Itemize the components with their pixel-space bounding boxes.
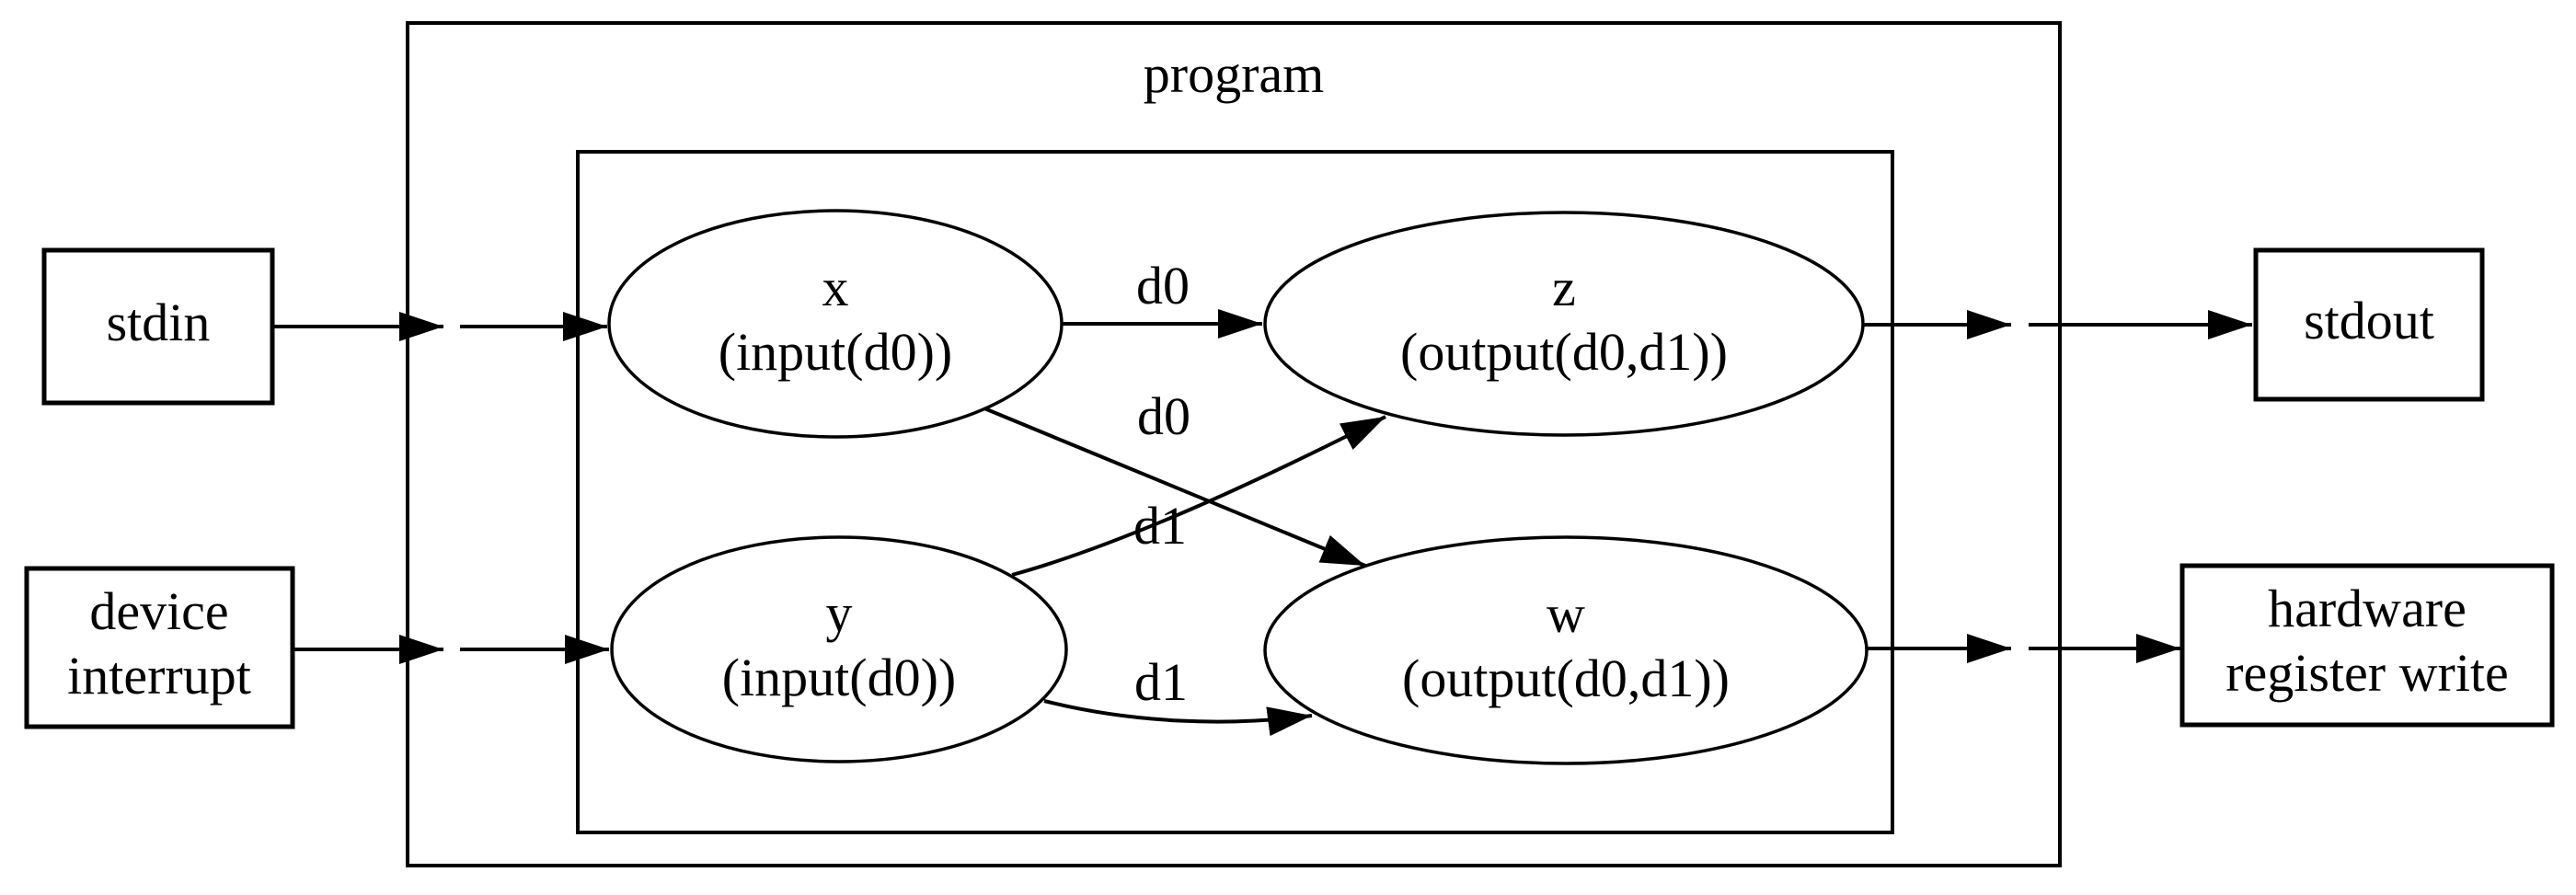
hardware-register-write-label-line2: register write <box>2225 643 2509 703</box>
node-x-type: (input(d0)) <box>719 322 953 382</box>
edge-label-x-z: d0 <box>1136 256 1190 316</box>
hardware-register-write-box <box>2179 563 2555 728</box>
node-y-type: (input(d0)) <box>722 648 957 707</box>
hardware-register-write-label-line1: hardware <box>2268 579 2467 638</box>
stdout-box <box>2253 247 2485 402</box>
device-interrupt-label-line1: device <box>89 581 228 641</box>
device-interrupt-box <box>24 566 295 729</box>
edge-label-y-w: d1 <box>1134 652 1188 712</box>
node-w-name: w <box>1547 584 1585 644</box>
node-w-type: (output(d0,d1)) <box>1402 648 1730 708</box>
edge-y-to-w <box>1043 699 1313 737</box>
node-z-name: z <box>1552 258 1576 317</box>
edge-label-x-w: d0 <box>1137 386 1190 446</box>
inner-cluster-box <box>576 150 1894 834</box>
edge-x-to-w <box>983 407 1366 568</box>
edge-y-to-z <box>1011 415 1386 577</box>
node-y-ellipse <box>610 535 1068 763</box>
edge-label-y-z: d1 <box>1133 496 1187 556</box>
program-cluster-label: program <box>1144 44 1325 104</box>
device-interrupt-label-line2: interrupt <box>67 646 251 706</box>
stdin-label: stdin <box>107 293 211 352</box>
stdout-label: stdout <box>2304 291 2434 350</box>
node-z-type: (output(d0,d1)) <box>1400 322 1728 382</box>
stdin-box <box>41 247 275 406</box>
node-x-name: x <box>822 258 849 317</box>
program-cluster-box <box>406 21 2062 867</box>
node-y-name: y <box>826 583 853 643</box>
